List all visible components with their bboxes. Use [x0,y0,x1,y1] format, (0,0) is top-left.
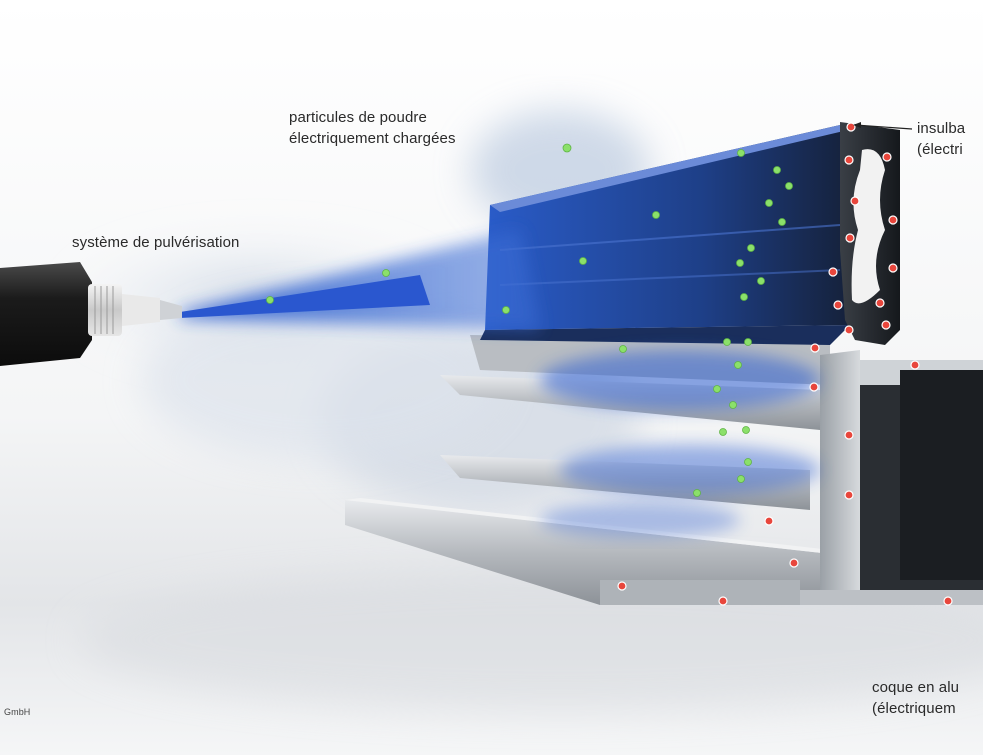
particles-label: particules de poudre électriquement char… [289,107,456,149]
powder-coating-overlay [540,350,820,538]
shell-label-line1: coque en alu [872,679,960,696]
particles-label-line2: électriquement chargées [289,130,456,147]
insulbar-leader-line [854,124,913,130]
contact-points [617,122,953,606]
shell-label-line2: (électriquem [872,700,956,717]
insulbar [840,122,900,345]
floor-reflection [80,570,983,710]
aluminium-shell-label: coque en alu (électriquem [872,677,959,719]
sprayer-label: système de pulvérisation [72,232,239,253]
insulbar-leader-arrow [853,122,861,128]
charged-particles [266,143,793,497]
sprayer-label-text: système de pulvérisation [72,234,240,251]
insulbar-label-line1: insulba [917,120,966,137]
insulbar-label: insulba (électri [917,118,965,160]
particles-label-line1: particules de poudre [289,109,427,126]
spray-jet [180,230,540,330]
insulbar-label-line2: (électri [917,141,963,158]
spray-gun [0,262,182,366]
image-credit: GmbH [4,706,30,718]
credit-text: GmbH [4,707,31,717]
